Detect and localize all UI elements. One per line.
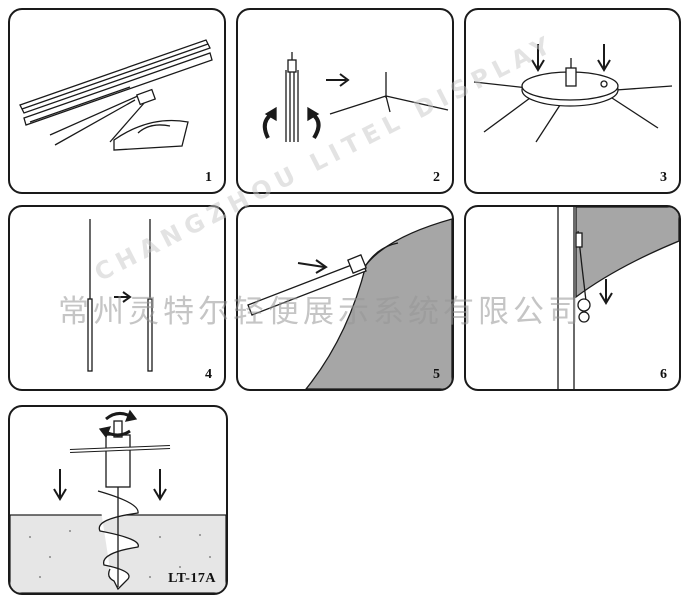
flag-hook-illustration	[557, 207, 679, 389]
step-5-panel: 5	[236, 205, 454, 391]
arrow-icon	[297, 262, 325, 268]
step-3-panel: 3	[464, 8, 681, 194]
step-6-panel: 6	[464, 205, 681, 391]
hook-clip	[575, 232, 583, 248]
step-2-panel: 2	[236, 8, 454, 194]
poles-and-base-illustration	[19, 39, 213, 151]
spike-sleeve	[105, 434, 131, 488]
flag-sleeve-illustration	[247, 218, 452, 389]
ground-speckles	[29, 530, 211, 578]
flag-fabric	[575, 207, 679, 299]
step-number: 6	[660, 367, 667, 382]
step-number: 4	[205, 367, 212, 382]
step-number: 5	[433, 367, 440, 382]
ring	[577, 298, 591, 312]
step-number: 1	[205, 170, 212, 185]
ground-spike-panel: LT-17A	[8, 405, 228, 595]
step-1-panel: 1	[8, 8, 226, 194]
step-number: 3	[660, 170, 667, 185]
pole-assembly-illustration	[87, 219, 153, 372]
step-number: 2	[433, 170, 440, 185]
tripod-unfold-illustration	[262, 52, 449, 142]
flag-fabric	[305, 218, 452, 389]
step-4-panel: 4	[8, 205, 226, 391]
base-disc	[113, 119, 189, 151]
base-on-tripod-illustration	[473, 44, 673, 143]
ground-spike-illustration	[10, 409, 226, 593]
model-label: LT-17A	[168, 571, 216, 586]
